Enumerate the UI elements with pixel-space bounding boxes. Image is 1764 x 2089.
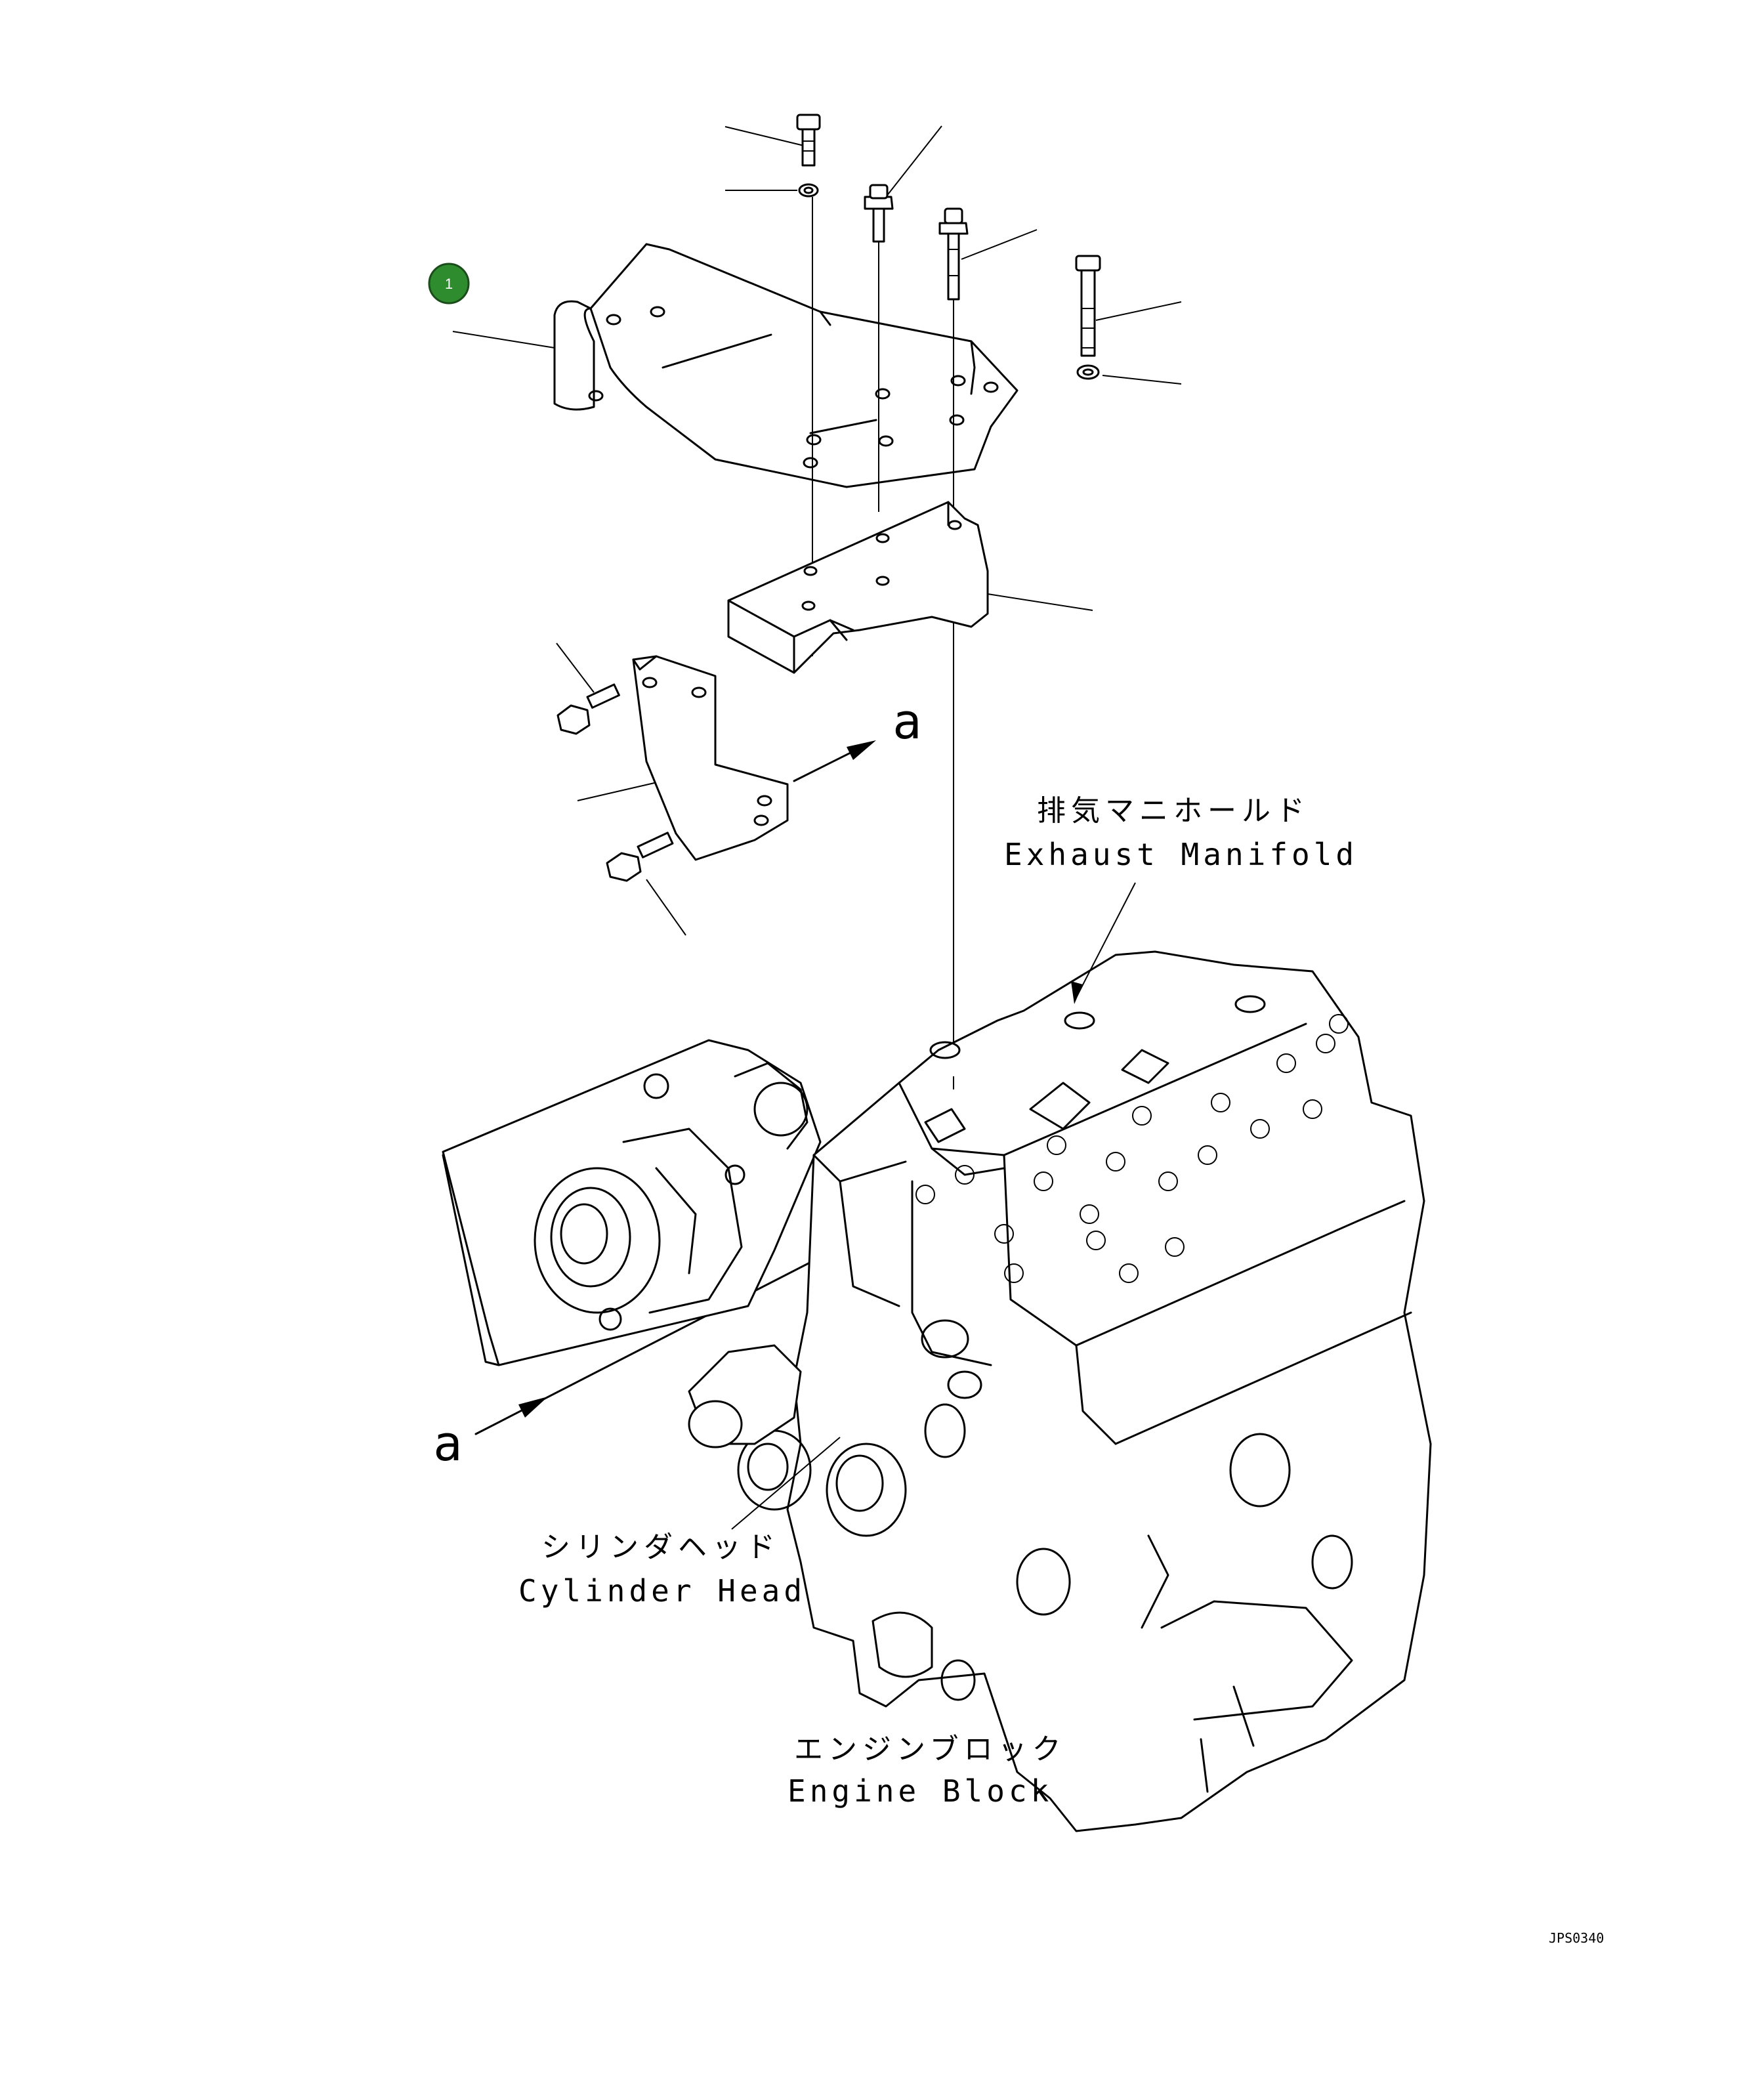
- bolt-flange-2[interactable]: [938, 207, 969, 1089]
- leader-lines: [452, 125, 1182, 936]
- exhaust-manifold-en: Exhaust Manifold: [1004, 837, 1358, 872]
- label-cylinder-head: シリンダヘッド Cylinder Head: [518, 1530, 806, 1609]
- upper-bracket-plate[interactable]: [553, 243, 1018, 488]
- engine-block-jp: エンジンブロック: [794, 1733, 1066, 1766]
- engine-assembly: [442, 950, 1432, 1832]
- callout-number: 1: [445, 276, 453, 292]
- engine-block-en: Engine Block: [788, 1773, 1053, 1809]
- side-bolt-upper[interactable]: [556, 683, 620, 735]
- side-bolt-lower[interactable]: [606, 832, 674, 882]
- drawing-code: JPS0340: [1549, 1930, 1604, 1946]
- cylinder-head-en: Cylinder Head: [518, 1573, 806, 1609]
- bolt-right[interactable]: [1075, 255, 1101, 380]
- exhaust-manifold-jp: 排気マニホールド: [1037, 794, 1310, 828]
- view-arrow-top: a: [793, 694, 922, 782]
- bolt-flange-1[interactable]: [864, 184, 894, 512]
- callout-badge[interactable]: 1: [428, 263, 470, 305]
- label-exhaust-manifold: 排気マニホールド Exhaust Manifold: [1004, 794, 1358, 872]
- middle-block-bracket[interactable]: [727, 501, 989, 674]
- label-engine-block: エンジンブロック Engine Block: [788, 1733, 1066, 1809]
- cylinder-head-jp: シリンダヘッド: [541, 1530, 780, 1564]
- annotation-leaders: [731, 882, 1136, 1530]
- view-marker-top: a: [892, 694, 922, 750]
- side-plate-bracket[interactable]: [632, 655, 789, 861]
- view-marker-bottom: a: [433, 1416, 463, 1472]
